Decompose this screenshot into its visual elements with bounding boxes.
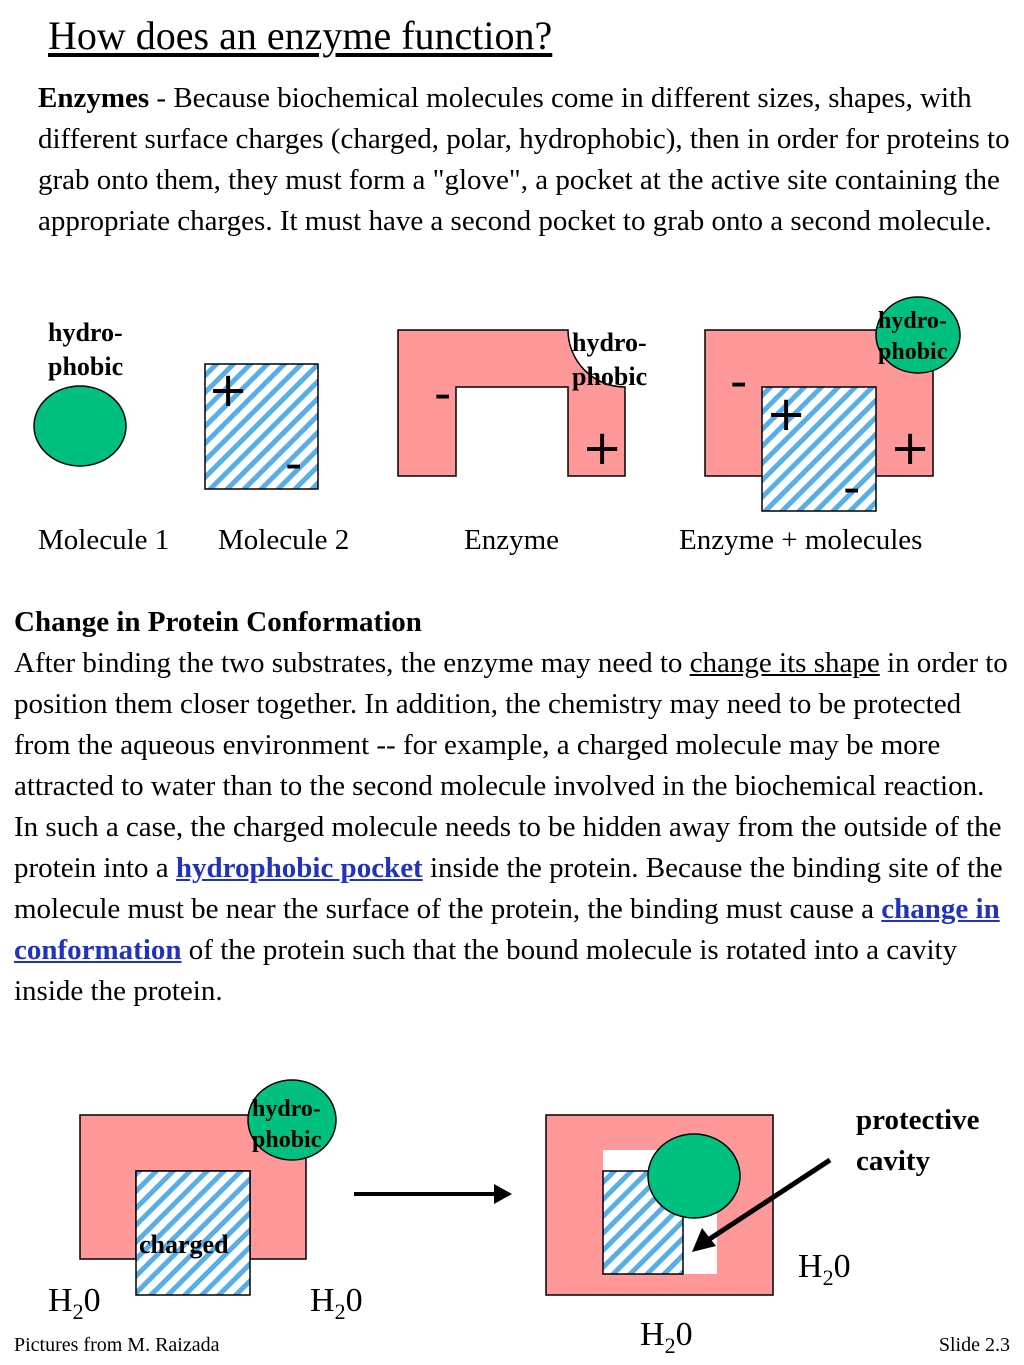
water-label-1: H20 <box>48 1282 101 1324</box>
molecule-2-minus: - <box>285 436 303 492</box>
bottom-hydrophobic-label: hydro- phobic <box>252 1096 322 1153</box>
molecule-1-label: Molecule 1 <box>38 524 170 556</box>
enzyme-complex-hydrophobic <box>875 296 961 374</box>
enzyme-molecules-label: Enzyme + molecules <box>679 524 923 556</box>
intro-paragraph: Enzymes - Because biochemical molecules … <box>38 78 1013 242</box>
charged-molecule-before <box>135 1170 251 1296</box>
enzyme-label: Enzyme <box>464 524 560 556</box>
water-label-2: H20 <box>310 1282 363 1324</box>
footer-credit: Pictures from M. Raizada <box>14 1334 220 1356</box>
conformation-section: Change in Protein Conformation After bin… <box>14 602 1014 1012</box>
change-shape-phrase: change its shape <box>689 647 880 679</box>
hydrophobic-before <box>247 1079 337 1161</box>
hydrophobic-after <box>647 1133 741 1219</box>
water-label-3: H20 <box>798 1248 851 1290</box>
molecule-1-hydrophobic-label: hydro- phobic <box>48 318 124 381</box>
protective-cavity-label: protective cavity <box>856 1104 980 1177</box>
page-title: How does an enzyme function? <box>48 13 553 58</box>
charged-label: charged <box>139 1230 229 1259</box>
cavity-pointer-line <box>706 1157 832 1243</box>
section-paragraph: After binding the two substrates, the en… <box>14 647 1008 1007</box>
molecule-2-plus: + <box>208 362 249 418</box>
change-in-conformation-link[interactable]: change in conformation <box>14 893 1000 966</box>
molecule-2-label: Molecule 2 <box>218 524 350 556</box>
complex-minus: - <box>730 354 748 410</box>
section-heading: Change in Protein Conformation <box>14 606 422 638</box>
complex-minus-2: - <box>843 460 861 516</box>
water-label-4: H20 <box>640 1316 693 1358</box>
molecule-2-charged <box>204 363 319 490</box>
slide-number: Slide 2.3 <box>938 1334 1010 1356</box>
enzyme-hydrophobic-label: hydro- phobic <box>572 328 648 391</box>
intro-text: - Because biochemical molecules come in … <box>38 82 1010 237</box>
complex-plus-2: + <box>890 420 931 476</box>
enzyme-shape <box>397 329 626 477</box>
enzyme-minus: - <box>434 366 452 422</box>
cavity-pointer-head <box>692 1228 716 1252</box>
molecule-1-hydrophobic <box>33 385 127 467</box>
complex-hydrophobic-label: hydro- phobic <box>878 308 948 365</box>
hydrophobic-pocket-link[interactable]: hydrophobic pocket <box>175 852 423 884</box>
enzyme-plus: + <box>582 420 623 476</box>
conformation-arrow-head <box>494 1184 512 1204</box>
enzyme-complex-molecule-2 <box>761 386 877 512</box>
intro-term: Enzymes <box>38 82 150 114</box>
complex-plus-1: + <box>766 386 807 442</box>
